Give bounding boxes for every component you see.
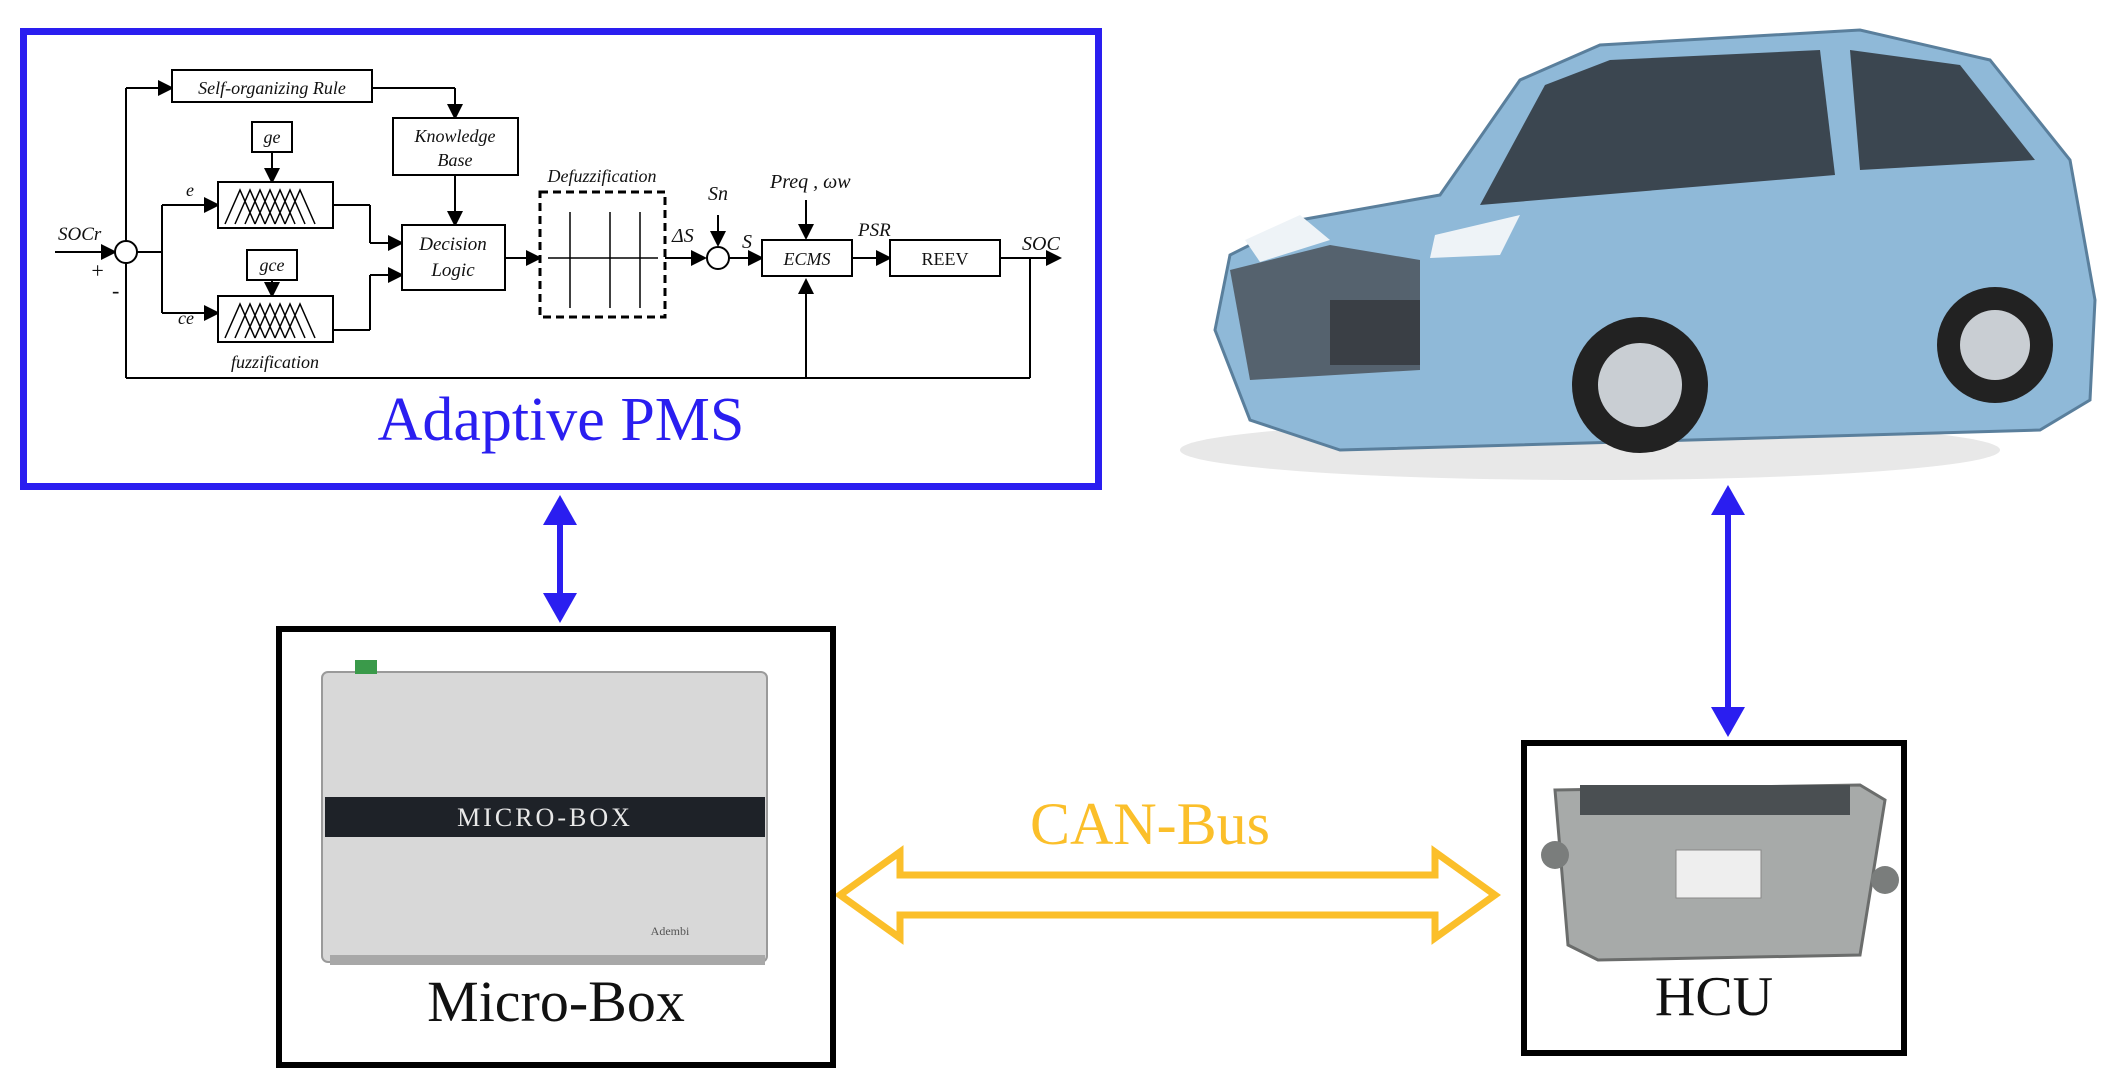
- e-label: e: [186, 180, 194, 200]
- defuzzification-block: [538, 190, 667, 319]
- microbox-device-image: [321, 660, 768, 965]
- s-n-label: Sn: [708, 183, 728, 205]
- s-label: S: [742, 231, 752, 253]
- membership-functions: [224, 188, 316, 339]
- ecms-label: ECMS: [783, 249, 831, 269]
- gce-label: gce: [260, 255, 285, 275]
- knowledge-base-block: [392, 117, 519, 176]
- pms-microbox-arrow: [543, 495, 577, 623]
- soc-label: SOC: [1022, 233, 1060, 255]
- plus-label: +: [90, 258, 105, 283]
- gce-block: [246, 249, 298, 281]
- knowledge-label: Knowledge: [414, 126, 496, 146]
- self-organizing-label: Self-organizing Rule: [198, 78, 346, 98]
- car-image: [1180, 28, 2097, 480]
- decision-logic-block: [401, 224, 506, 291]
- ce-label: ce: [178, 308, 194, 328]
- ecms-block: [761, 239, 853, 277]
- reev-label: REEV: [922, 249, 969, 269]
- fuzzification-label: fuzzification: [231, 352, 319, 372]
- canbus-arrow: [833, 845, 1502, 945]
- microbox-box: [276, 626, 836, 1068]
- base-label: Base: [438, 150, 473, 170]
- microbox-device-text: MICRO-BOX: [457, 803, 633, 832]
- p-omega-label: Preq , ωw: [769, 171, 851, 193]
- minus-label: -: [112, 278, 119, 303]
- ge-label: ge: [264, 127, 281, 147]
- canbus-label: CAN-Bus: [1029, 791, 1271, 857]
- microbox-brand: Adembi: [651, 924, 690, 938]
- psr-label: PSR: [857, 220, 891, 241]
- adaptive-pms-title: Adaptive PMS: [377, 386, 745, 454]
- delta-s-label: ΔS: [671, 225, 694, 247]
- self-organizing-rule-block: [171, 69, 373, 103]
- logic-label: Logic: [430, 260, 475, 281]
- reev-block: [889, 239, 1001, 277]
- defuzzification-label: Defuzzification: [547, 166, 657, 186]
- soc-r-label: SOCr: [58, 224, 102, 245]
- hcu-device-image: [1541, 783, 1899, 962]
- microbox-label: Micro-Box: [427, 969, 685, 1034]
- car-hcu-arrow: [1711, 485, 1745, 737]
- hcu-box: [1521, 740, 1907, 1056]
- hcu-label: HCU: [1654, 966, 1774, 1028]
- decision-label: Decision: [418, 234, 487, 255]
- ge-block: [251, 121, 293, 153]
